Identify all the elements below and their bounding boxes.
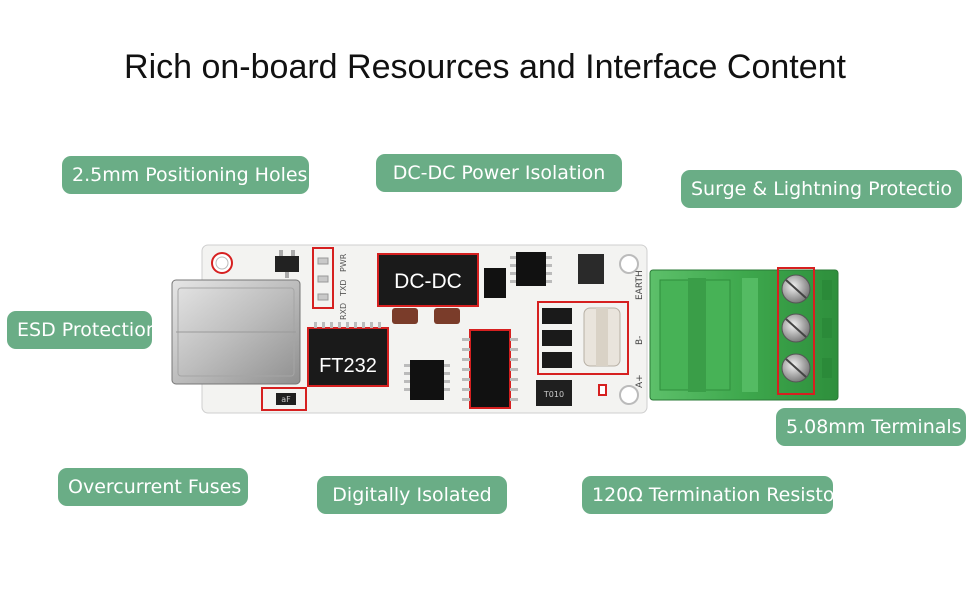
usb-b-connector [171,279,301,385]
feature-label-positioning-holes: 2.5mm Positioning Holes [62,156,309,194]
feature-label-surge-protection: Surge & Lightning Protectio [681,170,962,208]
positioning-hole-top-left [211,252,233,274]
ft232-label: FT232 [319,355,377,377]
feature-label-digital-isolation: Digitally Isolated [317,476,507,514]
regulator-chip [484,268,506,298]
feature-label-dc-dc-isolation: DC-DC Power Isolation [376,154,622,192]
isolator-chip [404,360,450,400]
screw-terminal-block [649,267,839,401]
fuse-marking: aF [281,395,291,404]
feature-label-esd-protection: ESD Protection [7,311,152,349]
dc-dc-module: DC-DC [377,253,479,307]
dcdc-label: DC-DC [394,270,462,293]
tvs-diode: T010 [536,380,572,406]
feature-label-fuses: Overcurrent Fuses [58,468,248,506]
isolator-chip-small [510,252,552,286]
ft232-chip: FT232 [307,322,389,387]
pin-label-b: B- [635,336,645,345]
positioning-hole-top-right [619,254,639,274]
tvs-diode-top [578,254,604,284]
led-label-rxd: RXD [339,303,348,320]
feature-label-terminals: 5.08mm Terminals [776,408,966,446]
feature-label-termination-resistor: 120Ω Termination Resistor [582,476,833,514]
pin-label-a: A+ [635,374,645,388]
led-indicators: RXD TXD PWR [312,247,348,320]
tvs-marking: T010 [543,390,564,399]
inductor [392,308,418,324]
termination-resistor [598,384,607,396]
digital-isolator-chip [462,329,518,409]
surge-protection-group [537,301,629,375]
page-title: Rich on-board Resources and Interface Co… [124,48,846,86]
led-label-pwr: PWR [339,253,348,272]
positioning-hole-bottom-right [619,385,639,405]
pin-label-earth: EARTH [635,270,645,300]
inductor [434,308,460,324]
transistor [275,250,299,278]
led-label-txd: TXD [339,279,348,297]
overcurrent-fuse: aF [261,387,307,411]
